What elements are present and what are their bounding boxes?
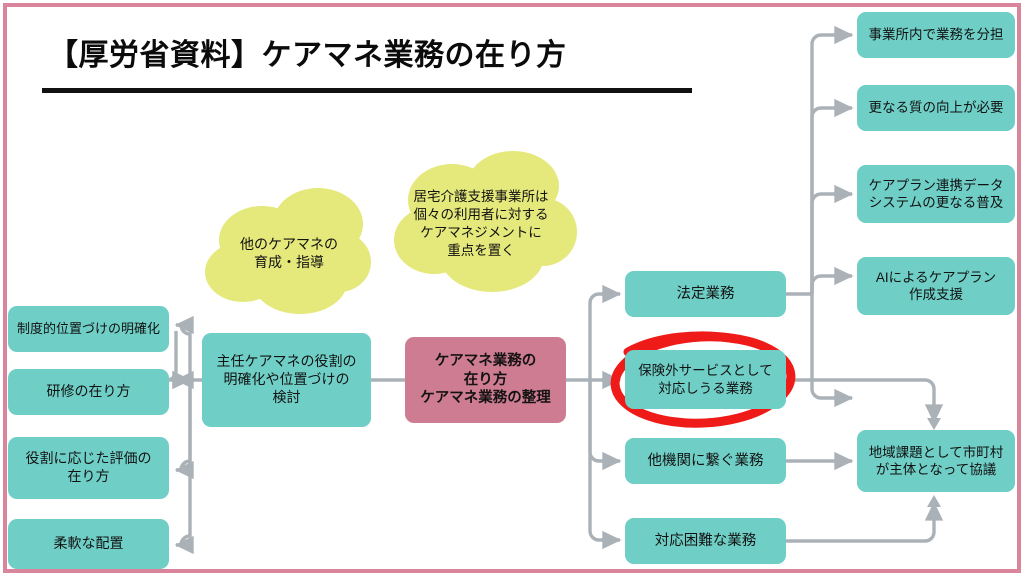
category-outside-insurance-services-label: 保険外サービスとして 対応しうる業務: [638, 363, 773, 396]
page-title: 【厚労省資料】ケアマネ業務の在り方: [48, 39, 567, 72]
connectors-statutory-to-outcomes: [786, 25, 854, 408]
outcome-divide-duties-label: 事業所内で業務を分担: [868, 27, 1004, 43]
left-item-flexible-placement-label: 柔軟な配置: [53, 535, 124, 552]
center-node[interactable]: ケアマネ業務の 在り方 ケアマネ業務の整理: [405, 337, 566, 423]
outcome-divide-duties[interactable]: 事業所内で業務を分担: [857, 12, 1015, 58]
left-item-flexible-placement[interactable]: 柔軟な配置: [8, 519, 169, 569]
left-hub-node[interactable]: 主任ケアマネの役割の 明確化や位置づけの 検討: [202, 333, 371, 427]
category-refer-other-agencies[interactable]: 他機関に繋ぐ業務: [625, 438, 786, 484]
left-item-evaluation[interactable]: 役割に応じた評価の 在り方: [8, 437, 169, 499]
left-item-institutional-positioning[interactable]: 制度的位置づけの明確化: [8, 306, 169, 352]
category-difficult-cases[interactable]: 対応困難な業務: [625, 518, 786, 564]
cloud-home-care-office-shape: [394, 151, 577, 292]
connectors-center-to-right: [566, 284, 622, 550]
outcome-quality-improvement[interactable]: 更なる質の向上が必要: [857, 85, 1015, 131]
title-underline: [42, 88, 692, 93]
left-item-evaluation-label: 役割に応じた評価の 在り方: [25, 450, 152, 484]
cloud-other-caremanager: 他のケアマネの 育成・指導: [222, 208, 356, 298]
category-refer-other-agencies-label: 他機関に繋ぐ業務: [647, 452, 764, 469]
left-item-institutional-positioning-label: 制度的位置づけの明確化: [16, 320, 160, 336]
connectors-center-to-left: [165, 315, 405, 555]
left-hub-label: 主任ケアマネの役割の 明確化や位置づけの 検討: [216, 353, 357, 405]
category-difficult-cases-label: 対応困難な業務: [654, 532, 757, 549]
outcome-ai-careplan-support-label: AIによるケアプラン 作成支援: [875, 269, 997, 302]
left-item-training-label: 研修の在り方: [46, 383, 131, 400]
cloud-home-care-office-label: 居宅介護支援事業所は 個々の利用者に対する ケアマネジメントに 重点を置く: [413, 189, 549, 258]
connectors-to-community: [786, 378, 944, 543]
outcome-ai-careplan-support[interactable]: AIによるケアプラン 作成支援: [857, 257, 1015, 315]
center-node-label: ケアマネ業務の 在り方 ケアマネ業務の整理: [420, 353, 551, 407]
outcome-careplan-data-system[interactable]: ケアプラン連携データ システムの更なる普及: [857, 165, 1015, 223]
left-item-training[interactable]: 研修の在り方: [8, 369, 169, 415]
outcome-community-council-label: 地域課題として市町村 が主体となって協議: [868, 444, 1004, 477]
category-statutory-duties[interactable]: 法定業務: [625, 271, 786, 317]
outcome-quality-improvement-label: 更なる質の向上が必要: [868, 100, 1004, 116]
cloud-home-care-office: 居宅介護支援事業所は 個々の利用者に対する ケアマネジメントに 重点を置く: [402, 168, 560, 280]
cloud-other-caremanager-label: 他のケアマネの 育成・指導: [240, 235, 338, 270]
outcome-community-council[interactable]: 地域課題として市町村 が主体となって協議: [857, 430, 1015, 492]
down-arrowheads: [927, 418, 941, 507]
cloud-other-caremanager-shape: [205, 188, 371, 314]
red-ellipse-annotation: [610, 331, 796, 428]
category-outside-insurance-services[interactable]: 保険外サービスとして 対応しうる業務: [625, 350, 786, 409]
outcome-careplan-data-system-label: ケアプラン連携データ システムの更なる普及: [868, 177, 1004, 210]
category-statutory-duties-label: 法定業務: [676, 285, 735, 302]
